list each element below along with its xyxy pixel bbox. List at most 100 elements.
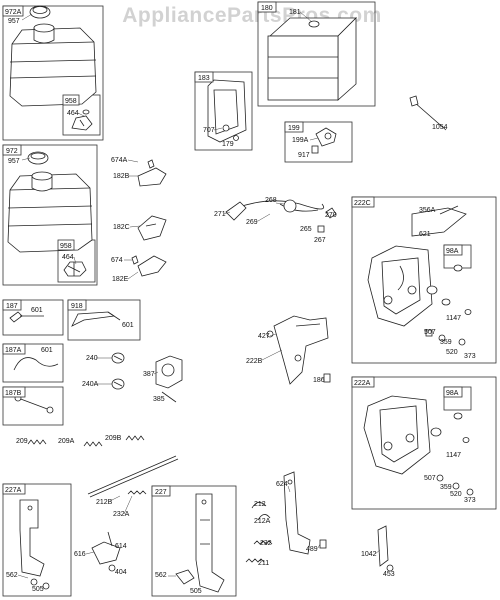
- box-183: [194, 71, 253, 151]
- springs-209: [27, 435, 145, 447]
- box-222a: [351, 376, 497, 510]
- part-label: 507: [424, 329, 436, 336]
- part-label: 209B: [105, 435, 122, 442]
- part-label: 179: [222, 141, 234, 148]
- screw-489: [319, 539, 327, 549]
- part-label: 520: [450, 491, 462, 498]
- fuel-lines: [9, 311, 121, 414]
- part-label: 212: [254, 501, 266, 508]
- box-id-187b: 187B: [5, 390, 22, 397]
- part-label: 212B: [96, 499, 113, 506]
- leader-lines: [17, 11, 381, 579]
- throttle-cable: [225, 199, 337, 233]
- box-227a: [2, 483, 72, 597]
- part-label: 271: [214, 211, 226, 218]
- box-199: [284, 121, 353, 163]
- part-label: 232A: [113, 511, 130, 518]
- lever-616: [91, 531, 121, 572]
- part-label: 520: [446, 349, 458, 356]
- part-label: 209A: [58, 438, 75, 445]
- box-id-222a: 222A: [354, 380, 371, 387]
- bracket-183: [207, 79, 247, 143]
- box-187a: [2, 343, 64, 383]
- lever-227: [175, 493, 225, 593]
- part-label: 505: [32, 586, 44, 593]
- part-label: 182C: [113, 224, 130, 231]
- box-id-222c: 222C: [354, 200, 371, 207]
- clamps-240: [111, 352, 125, 390]
- box-187: [2, 299, 64, 336]
- part-label: 489: [306, 546, 318, 553]
- box-tabs: 972A 958 972 958 180 183 199 222C 98A 18…: [2, 1, 463, 497]
- part-label: 387: [143, 371, 155, 378]
- part-label: 222B: [246, 358, 263, 365]
- part-label: 917: [298, 152, 310, 159]
- part-label: 464: [62, 254, 74, 261]
- box-972: [2, 144, 98, 286]
- fuel-tank-180: [267, 17, 357, 101]
- brackets-182: [131, 159, 167, 277]
- part-label: 505: [190, 588, 202, 595]
- part-label: 186: [313, 377, 325, 384]
- springs-212: [245, 502, 273, 563]
- box-id-918: 918: [71, 303, 83, 310]
- part-label: 265: [300, 226, 312, 233]
- box-id-227: 227: [155, 489, 167, 496]
- part-label: 404: [115, 569, 127, 576]
- bracket-624: [283, 471, 311, 555]
- box-972a: [2, 5, 104, 141]
- part-label: 270: [325, 212, 337, 219]
- fuel-tank-972a: [9, 5, 97, 107]
- cable-tie-1054: [409, 95, 447, 131]
- part-label: 232: [260, 540, 272, 547]
- part-label: 269: [246, 219, 258, 226]
- part-label: 601: [41, 347, 53, 354]
- box-187b: [2, 386, 64, 426]
- fuel-tank-972: [7, 151, 93, 253]
- box-id-227a: 227A: [5, 487, 22, 494]
- part-label: 240: [86, 355, 98, 362]
- part-label: 373: [464, 353, 476, 360]
- part-drawings: [7, 5, 474, 593]
- control-assembly-222c: [367, 205, 472, 346]
- part-label: 957: [8, 18, 20, 25]
- box-id-180: 180: [261, 5, 273, 12]
- control-bracket-222b: [266, 315, 331, 385]
- linkages-212b: [87, 455, 179, 498]
- part-label: 562: [6, 572, 18, 579]
- box-id-958-b: 958: [60, 243, 72, 250]
- part-label: 211: [258, 560, 269, 567]
- part-label: 373: [464, 497, 476, 504]
- box-227: [151, 485, 237, 597]
- part-label: 1042: [361, 551, 377, 558]
- part-label: 268: [265, 197, 277, 204]
- box-180: [257, 1, 376, 107]
- part-label: 1147: [446, 452, 461, 459]
- part-label: 359: [440, 339, 452, 346]
- valve-199: [311, 127, 337, 154]
- part-label: 427: [258, 333, 270, 340]
- part-label: 957: [8, 158, 20, 165]
- box-id-98a-bottom: 98A: [446, 390, 459, 397]
- lever-227a: [19, 499, 50, 590]
- part-label: 240A: [82, 381, 99, 388]
- part-label: 1054: [432, 124, 448, 131]
- part-label: 267: [314, 237, 326, 244]
- fuel-fitting-958-a: [71, 109, 93, 131]
- part-label: 614: [115, 543, 127, 550]
- part-label: 621: [419, 231, 431, 238]
- part-labels: 957 464 957 464 181 707 179 199A 917 105…: [6, 9, 476, 595]
- part-label: 562: [155, 572, 167, 579]
- part-label: 674A: [111, 157, 128, 164]
- part-label: 199A: [292, 137, 309, 144]
- part-label: 181: [289, 9, 301, 16]
- part-label: 182B: [113, 173, 130, 180]
- part-label: 182E: [112, 276, 129, 283]
- part-label: 464: [67, 110, 79, 117]
- part-label: 601: [122, 322, 134, 329]
- box-id-187: 187: [6, 303, 18, 310]
- box-id-199: 199: [288, 125, 300, 132]
- box-id-187a: 187A: [5, 347, 22, 354]
- box-id-972: 972: [6, 148, 18, 155]
